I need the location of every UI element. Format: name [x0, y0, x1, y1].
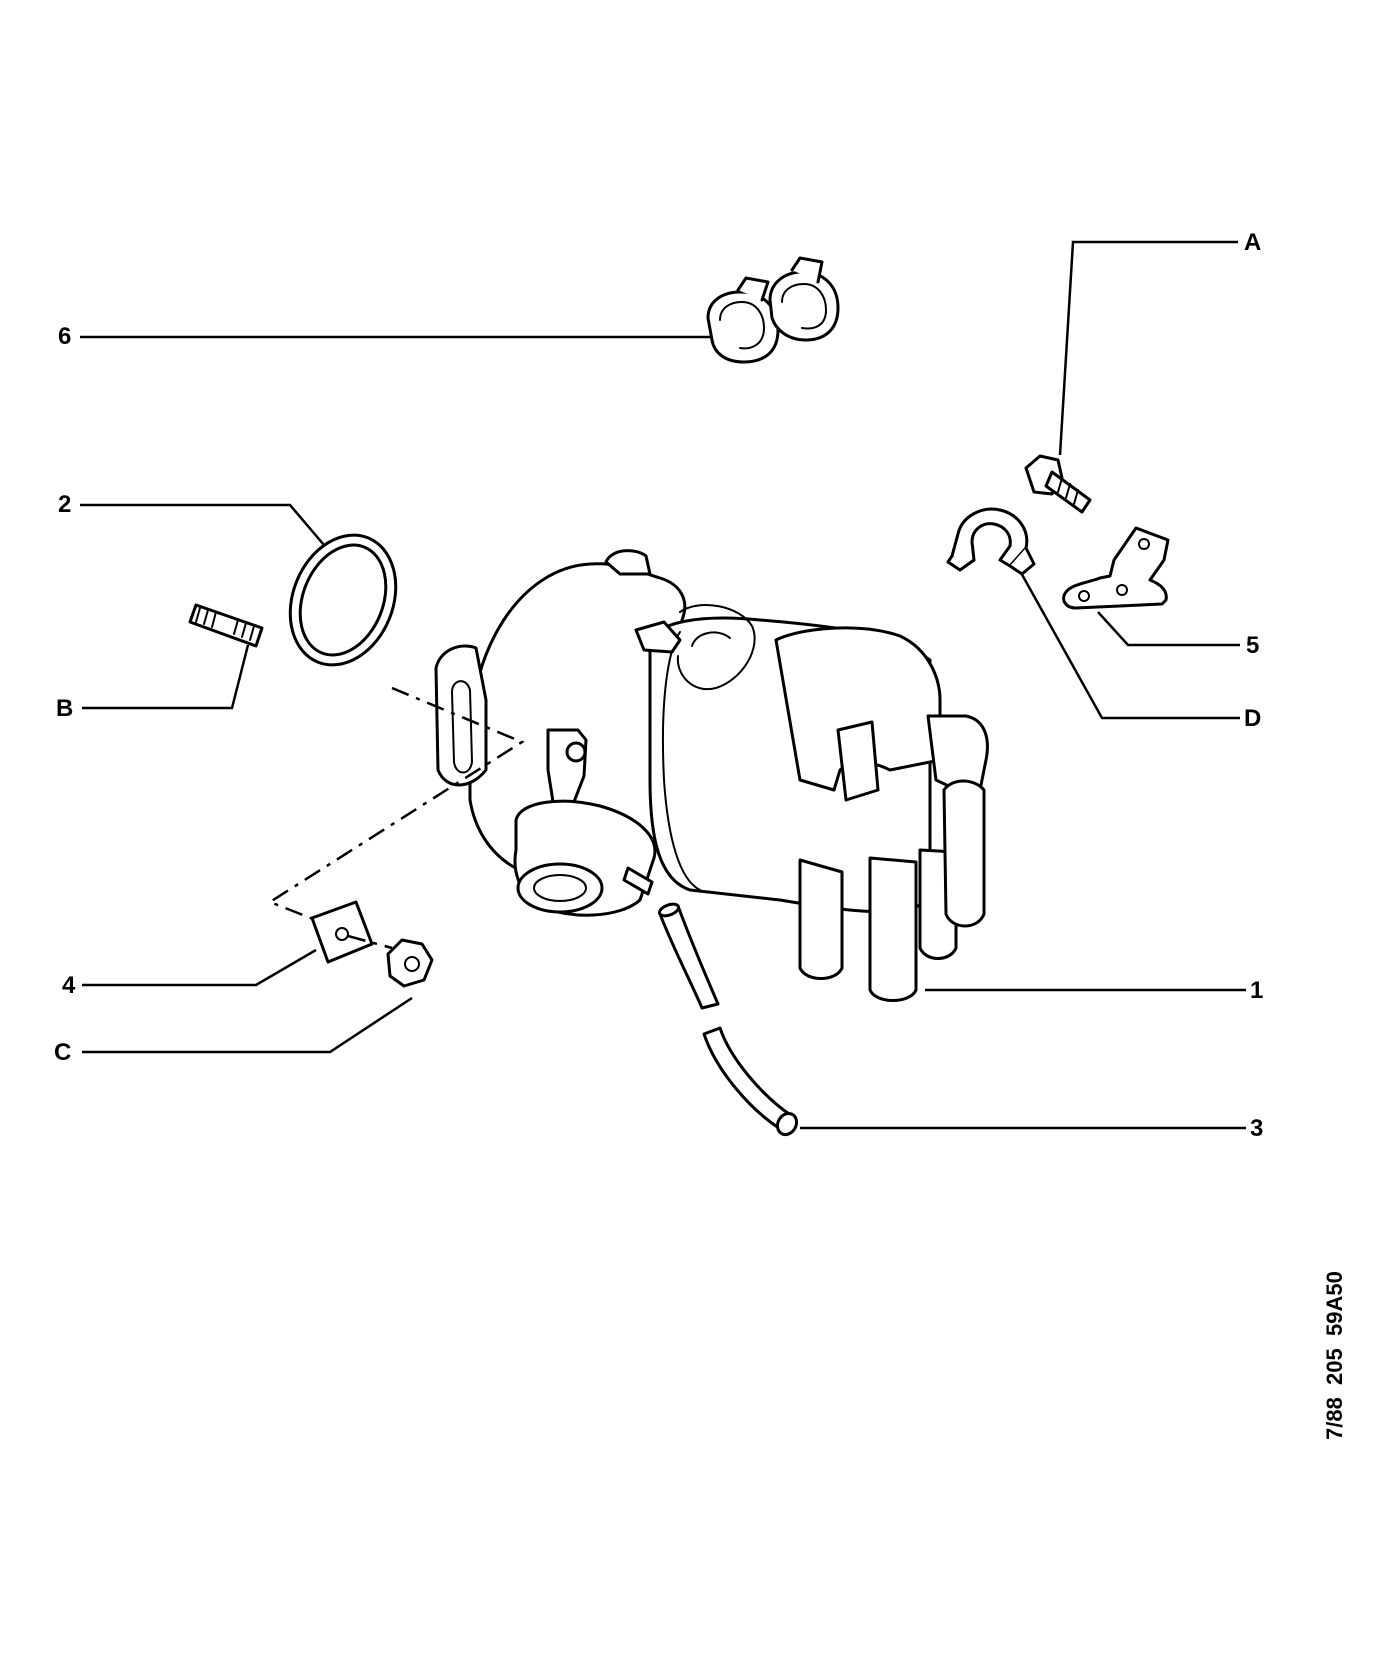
o-ring-2: [288, 533, 398, 667]
callout-label-B: B: [56, 695, 73, 722]
vacuum-hose-3: [657, 902, 799, 1137]
leader-line-A: [1058, 240, 1238, 456]
cable-clip-D: [946, 507, 1036, 576]
assembly-axis-line: [267, 686, 525, 930]
leader-line-5: [1097, 611, 1240, 647]
bolt-A: [1024, 454, 1092, 514]
leader-line-B: [82, 644, 250, 710]
leader-line-D: [1013, 561, 1240, 720]
leader-lines: [80, 240, 1246, 1130]
callout-label-C: C: [54, 1039, 71, 1066]
leader-line-2: [80, 503, 336, 559]
hose-clip-pair: [706, 256, 840, 364]
callout-label-D: D: [1244, 705, 1261, 732]
nut-C: [386, 938, 434, 988]
callout-label-3: 3: [1250, 1115, 1263, 1142]
distributor-body-1: [434, 549, 989, 1002]
callout-label-A: A: [1244, 229, 1261, 256]
bracket-5: [1062, 526, 1170, 610]
plate-4: [310, 900, 393, 964]
stud-B: [188, 603, 264, 648]
callout-label-5: 5: [1246, 632, 1259, 659]
leader-line-4: [82, 948, 317, 987]
callout-label-1: 1: [1250, 977, 1263, 1004]
callout-label-6: 6: [58, 323, 71, 350]
callout-label-4: 4: [62, 972, 76, 999]
leader-line-C: [82, 996, 413, 1054]
reference-code: 7/88 205 59A50: [1322, 1271, 1347, 1440]
callout-label-2: 2: [58, 491, 71, 518]
